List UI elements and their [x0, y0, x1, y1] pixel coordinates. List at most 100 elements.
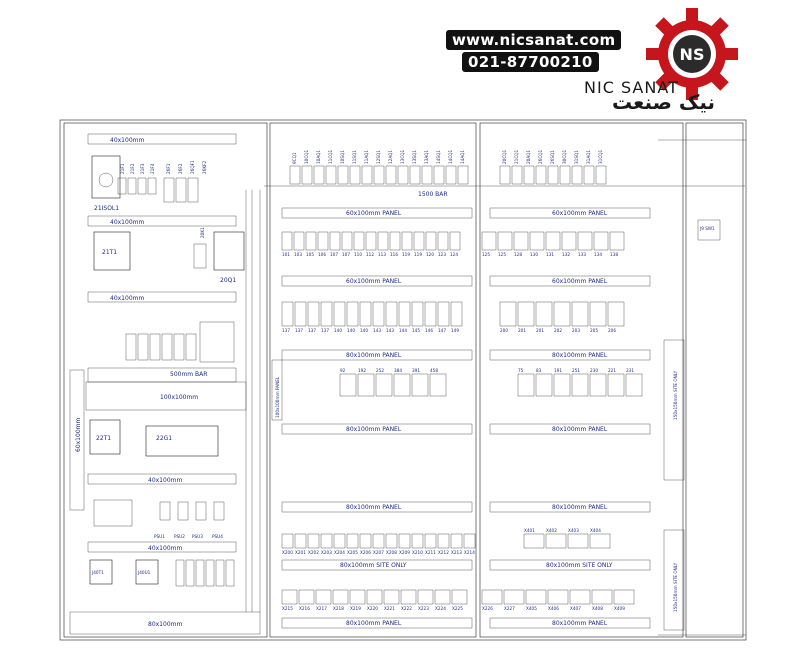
- terminal-label: 26SQ1: [550, 150, 555, 164]
- panel-3: [479, 122, 684, 638]
- terminal-block: [607, 373, 625, 397]
- phone-badge[interactable]: 021-87700210: [462, 52, 599, 72]
- terminal-label: 147: [438, 328, 446, 333]
- terminal-block: [437, 533, 450, 549]
- terminal-label: 11CQ1: [328, 149, 333, 164]
- terminal-block: [589, 301, 607, 327]
- p1-fuses: [117, 177, 199, 203]
- terminal-block: [307, 533, 320, 549]
- terminal-label: 119: [414, 252, 422, 257]
- terminal-label: 21CQ1: [514, 149, 519, 164]
- terminal-label: X201: [295, 550, 306, 555]
- terminal-block: [481, 589, 503, 605]
- svg-text:80x100mm PANEL: 80x100mm PANEL: [346, 426, 402, 433]
- terminal-label: 133: [578, 252, 586, 257]
- terminal-label: 137: [295, 328, 303, 333]
- p1-mid-devices: [125, 321, 235, 363]
- terminal-label: 13SQ1: [412, 150, 417, 164]
- terminal-block: [313, 165, 325, 185]
- terminal-label: 206: [608, 328, 616, 333]
- terminal-block: [589, 373, 607, 397]
- terminal-block: [346, 533, 359, 549]
- terminal-label: 191: [554, 368, 562, 373]
- terminal-block: [571, 165, 583, 185]
- terminal-label: X206: [360, 550, 371, 555]
- terminal-label: 10AQ1: [316, 150, 321, 164]
- terminal-label: 9CQ1: [292, 152, 297, 164]
- terminal-block: [289, 165, 301, 185]
- terminal-block: [589, 533, 611, 549]
- terminal-label: 458: [430, 368, 438, 373]
- svg-text:80x100mm SITE ONLY: 80x100mm SITE ONLY: [546, 562, 613, 569]
- terminal-label: 149: [451, 328, 459, 333]
- terminal-block: [437, 301, 450, 327]
- terminal-block: [359, 533, 372, 549]
- terminal-block: [421, 165, 433, 185]
- terminal-block: [559, 165, 571, 185]
- terminal-label: 192: [358, 368, 366, 373]
- svg-text:80x100mm PANEL: 80x100mm PANEL: [346, 504, 402, 511]
- website-badge[interactable]: www.nicsanat.com: [446, 30, 622, 50]
- terminal-block: [607, 301, 625, 327]
- terminal-label: 231: [626, 368, 634, 373]
- terminal-block: [481, 231, 497, 251]
- terminal-label: 251: [572, 368, 580, 373]
- svg-text:1500 BAR: 1500 BAR: [418, 191, 448, 198]
- terminal-block: [393, 373, 411, 397]
- terminal-label: 10CQ1: [304, 149, 309, 164]
- terminal-label: X200: [282, 550, 293, 555]
- terminal-block: [437, 231, 449, 251]
- terminal-block: [385, 533, 398, 549]
- panel-1: [63, 122, 268, 638]
- terminal-label: 140: [347, 328, 355, 333]
- terminal-label: 384: [394, 368, 402, 373]
- terminal-block: [463, 533, 476, 549]
- terminal-label: X202: [308, 550, 319, 555]
- terminal-block: [361, 165, 373, 185]
- terminal-label: X212: [438, 550, 449, 555]
- terminal-label: 125: [482, 252, 490, 257]
- terminal-block: [497, 231, 513, 251]
- terminal-label: 137: [321, 328, 329, 333]
- terminal-label: 20AQ1: [526, 150, 531, 164]
- svg-text:60x100mm PANEL: 60x100mm PANEL: [552, 278, 608, 285]
- terminal-block: [571, 373, 589, 397]
- terminal-label: 31CQ1: [598, 149, 603, 164]
- terminal-label: X408: [592, 606, 603, 611]
- svg-text:60x100mm PANEL: 60x100mm PANEL: [552, 210, 608, 217]
- terminal-label: X402: [546, 528, 557, 533]
- terminal-block: [385, 301, 398, 327]
- svg-text:PSU2: PSU2: [174, 534, 185, 539]
- terminal-block: [449, 231, 461, 251]
- terminal-label: X220: [367, 606, 378, 611]
- svg-text:26F1: 26F1: [166, 163, 171, 174]
- terminal-block: [401, 231, 413, 251]
- terminal-label: X401: [524, 528, 535, 533]
- svg-text:60x100mm PANEL: 60x100mm PANEL: [346, 210, 402, 217]
- p1-duct-2-label: 40x100mm: [110, 219, 144, 226]
- terminal-label: 119: [402, 252, 410, 257]
- terminal-label: X226: [482, 606, 493, 611]
- svg-text:80x100mm PANEL: 80x100mm PANEL: [552, 426, 608, 433]
- terminal-label: 201: [536, 328, 544, 333]
- terminal-label: 131: [546, 252, 554, 257]
- terminal-block: [429, 373, 447, 397]
- svg-text:80x100mm SITE ONLY: 80x100mm SITE ONLY: [340, 562, 407, 569]
- terminal-block: [339, 373, 357, 397]
- terminal-block: [365, 231, 377, 251]
- terminal-block: [499, 301, 517, 327]
- panel-2-rails: [271, 207, 473, 629]
- terminal-label: 83: [536, 368, 542, 373]
- svg-text:J40T1: J40T1: [91, 570, 104, 575]
- p1-duct-7-label: 80x100mm: [148, 621, 182, 628]
- svg-text:26QF1: 26QF1: [190, 160, 195, 174]
- terminal-block: [591, 589, 613, 605]
- enclosure-outline: [59, 119, 747, 641]
- terminal-label: 107: [342, 252, 350, 257]
- terminal-label: X405: [526, 606, 537, 611]
- terminal-block: [529, 231, 545, 251]
- svg-text:60x100mm PANEL: 60x100mm PANEL: [346, 278, 402, 285]
- terminal-block: [398, 533, 411, 549]
